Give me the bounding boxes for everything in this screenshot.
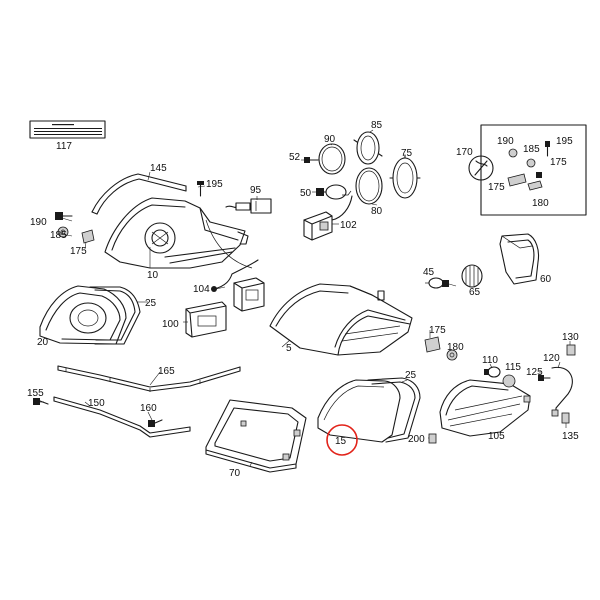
callout-25-right: 25	[405, 370, 417, 381]
callout-190: 190	[30, 217, 47, 228]
part-45-bulb	[425, 277, 449, 289]
callout-195: 195	[206, 179, 223, 190]
callout-15: 15	[335, 436, 347, 447]
callout-165: 165	[158, 366, 175, 377]
callout-190-box: 190	[497, 136, 514, 147]
part-70-mounting-frame	[205, 399, 307, 473]
callout-115: 115	[505, 362, 521, 373]
part-65-socket	[461, 264, 483, 288]
callout-117: 117	[56, 141, 72, 152]
part-110-bulb	[484, 366, 501, 378]
callout-104: 104	[193, 284, 210, 295]
part-165-trim-strip	[57, 365, 241, 392]
callout-45: 45	[423, 267, 435, 278]
part-95-connector	[225, 198, 272, 214]
callout-200: 200	[408, 434, 425, 445]
callout-25-left: 25	[145, 298, 157, 309]
part-85-retaining-ring	[353, 131, 383, 165]
part-180-nut	[446, 349, 458, 361]
callout-105: 105	[488, 431, 505, 442]
part-160-screw	[148, 419, 163, 427]
callouts: 117 145 195 95 190 185 175 10 25 20 104 …	[27, 120, 579, 479]
part-10-headlamp-housing	[104, 197, 249, 269]
part-60-cover	[499, 233, 540, 285]
part-155-screw	[33, 398, 49, 405]
part-185-nut	[57, 226, 69, 238]
callout-65: 65	[469, 287, 481, 298]
callout-135: 135	[562, 431, 579, 442]
callout-52: 52	[289, 152, 301, 163]
part-102-igniter	[303, 195, 353, 241]
part-25-gasket-left	[89, 286, 141, 345]
callout-90: 90	[324, 134, 336, 145]
part-117-label-sticker	[29, 120, 106, 139]
callout-60: 60	[540, 274, 552, 285]
callout-175-box-b: 175	[488, 182, 505, 193]
part-145-trim-strip	[91, 173, 187, 215]
part-190-bolt	[55, 212, 73, 220]
callout-75: 75	[401, 148, 413, 159]
part-50-bulb	[316, 184, 352, 200]
part-120-bracket	[551, 366, 573, 417]
callout-180-box: 180	[532, 198, 549, 209]
part-20-lens-left	[39, 285, 127, 345]
part-104-cable	[205, 219, 259, 292]
part-125-screw	[538, 375, 551, 381]
callout-185: 185	[50, 230, 67, 241]
part-52-bulb	[304, 157, 319, 163]
callout-195-box: 195	[556, 136, 573, 147]
callout-170: 170	[456, 147, 473, 158]
part-100-ballast	[185, 301, 227, 338]
highlight-circle-15	[326, 424, 358, 456]
callout-95: 95	[250, 185, 262, 196]
part-5-headlamp-housing	[269, 283, 413, 356]
part-105-lamp	[439, 379, 531, 437]
part-200-clip	[428, 433, 437, 444]
callout-155: 155	[27, 388, 44, 399]
callout-120: 120	[543, 353, 560, 364]
callout-80: 80	[371, 206, 383, 217]
part-15-lens	[317, 379, 401, 443]
callout-50: 50	[300, 188, 312, 199]
callout-70: 70	[229, 468, 241, 479]
part-115-socket	[502, 374, 516, 388]
callout-102: 102	[340, 220, 357, 231]
part-175-clip	[81, 229, 95, 244]
callout-85: 85	[371, 120, 383, 131]
part-25-gasket-right	[367, 377, 421, 443]
callout-160: 160	[140, 403, 157, 414]
callout-20: 20	[37, 337, 49, 348]
callout-175-box-a: 175	[550, 157, 567, 168]
part-90-seal-ring	[318, 143, 346, 175]
part-75-cap	[389, 154, 421, 199]
callout-175: 175	[70, 246, 87, 257]
callout-150: 150	[88, 398, 105, 409]
callout-180-right: 180	[447, 342, 464, 353]
part-135-clip	[561, 412, 570, 424]
part-150-trim-strip	[53, 396, 191, 438]
callout-5: 5	[286, 343, 292, 354]
callout-110: 110	[482, 355, 498, 366]
callout-185-box: 185	[523, 144, 540, 155]
part-80-seal-ring	[355, 167, 383, 205]
part-175-clip-right	[424, 336, 441, 353]
part-130-clip	[566, 344, 576, 356]
callout-145: 145	[150, 163, 167, 174]
callout-130: 130	[562, 332, 579, 343]
part-ignitor-module	[233, 277, 265, 312]
callout-100: 100	[162, 319, 179, 330]
part-195-screw	[197, 181, 204, 197]
part-170-detail-box	[468, 124, 587, 216]
callout-175-right: 175	[429, 325, 446, 336]
leader-lines	[40, 129, 571, 467]
callout-125: 125	[526, 367, 543, 378]
callout-10: 10	[147, 270, 159, 281]
